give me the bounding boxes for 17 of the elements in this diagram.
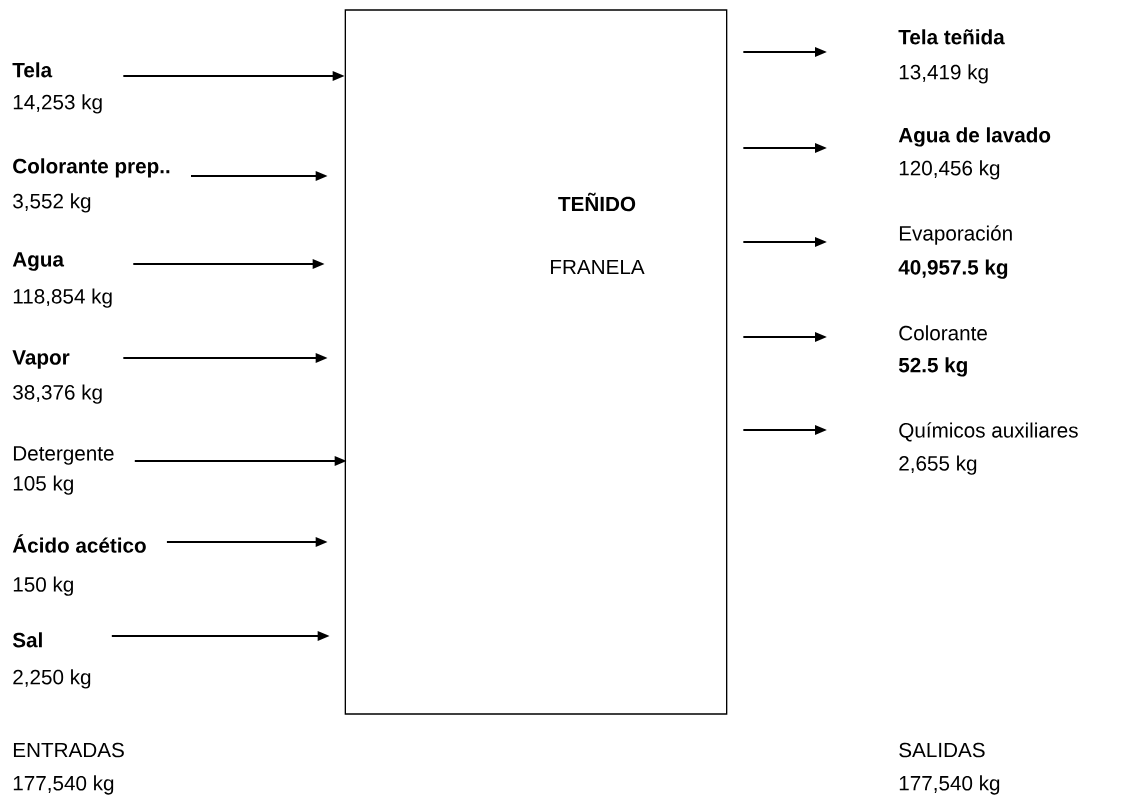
flow-label: Ácido acético 150 kg — [12, 534, 146, 596]
flow-label: Químicos auxiliares 2,655 kg — [899, 422, 1078, 475]
flow-label: Sal 2,250 kg — [12, 632, 91, 689]
total-label: SALIDAS — [899, 742, 985, 758]
total-label: 177,540 kg — [13, 775, 114, 795]
flow-label: Detergente 105 kg — [13, 446, 114, 495]
total-label: ENTRADAS — [13, 742, 124, 758]
flow-label: Tela 14,253 kg — [12, 62, 102, 114]
flow-label: Evaporación 40,957.5 kg — [898, 225, 1012, 279]
flow-label: Colorante 52.5 kg — [898, 325, 987, 377]
flow-label: Colorante prep.. 3,552 kg — [13, 158, 170, 213]
flow-label: Vapor 38,376 kg — [12, 350, 102, 404]
flow-label: Agua de lavado 120,456 kg — [898, 127, 1051, 180]
total-label: 177,540 kg — [899, 775, 1000, 795]
flow-label: Agua 118,854 kg — [12, 252, 112, 308]
flow-label: Tela teñida 13,419 kg — [898, 29, 1005, 84]
process-box: TEÑIDO FRANELA — [344, 9, 728, 715]
